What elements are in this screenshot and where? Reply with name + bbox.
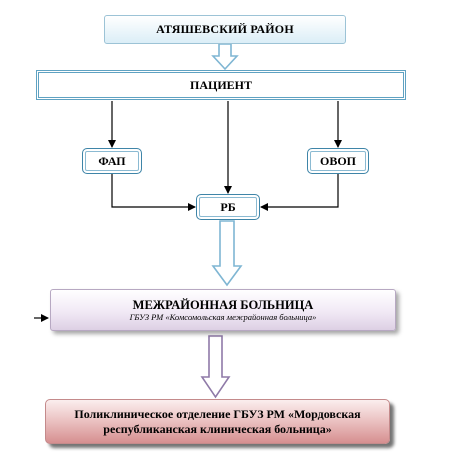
rb-node: РБ bbox=[196, 194, 260, 220]
patient-node: ПАЦИЕНТ bbox=[36, 70, 406, 100]
interdistrict-title: МЕЖРАЙОННАЯ БОЛЬНИЦА bbox=[132, 297, 314, 312]
ovop-node: ОВОП bbox=[307, 148, 369, 174]
interdistrict-hospital-node: МЕЖРАЙОННАЯ БОЛЬНИЦА ГБУЗ РМ «Комсомольс… bbox=[50, 289, 396, 331]
hollow-arrow-interdistrict-to-polyclinic bbox=[200, 335, 231, 399]
hollow-arrow-rb-to-interdistrict bbox=[211, 220, 243, 287]
arrow-fap-to-rb bbox=[111, 174, 196, 211]
interdistrict-subtitle: ГБУЗ РМ «Комсомольская межрайонная больн… bbox=[129, 311, 317, 322]
district-node: АТЯШЕВСКИЙ РАЙОН bbox=[104, 15, 346, 44]
hollow-arrow-district-to-patient bbox=[211, 43, 239, 71]
fap-node: ФАП bbox=[82, 148, 142, 174]
polyclinic-node: Поликлиническое отделение ГБУЗ РМ «Мордо… bbox=[45, 399, 390, 444]
arrow-ovop-to-rb bbox=[260, 174, 339, 211]
